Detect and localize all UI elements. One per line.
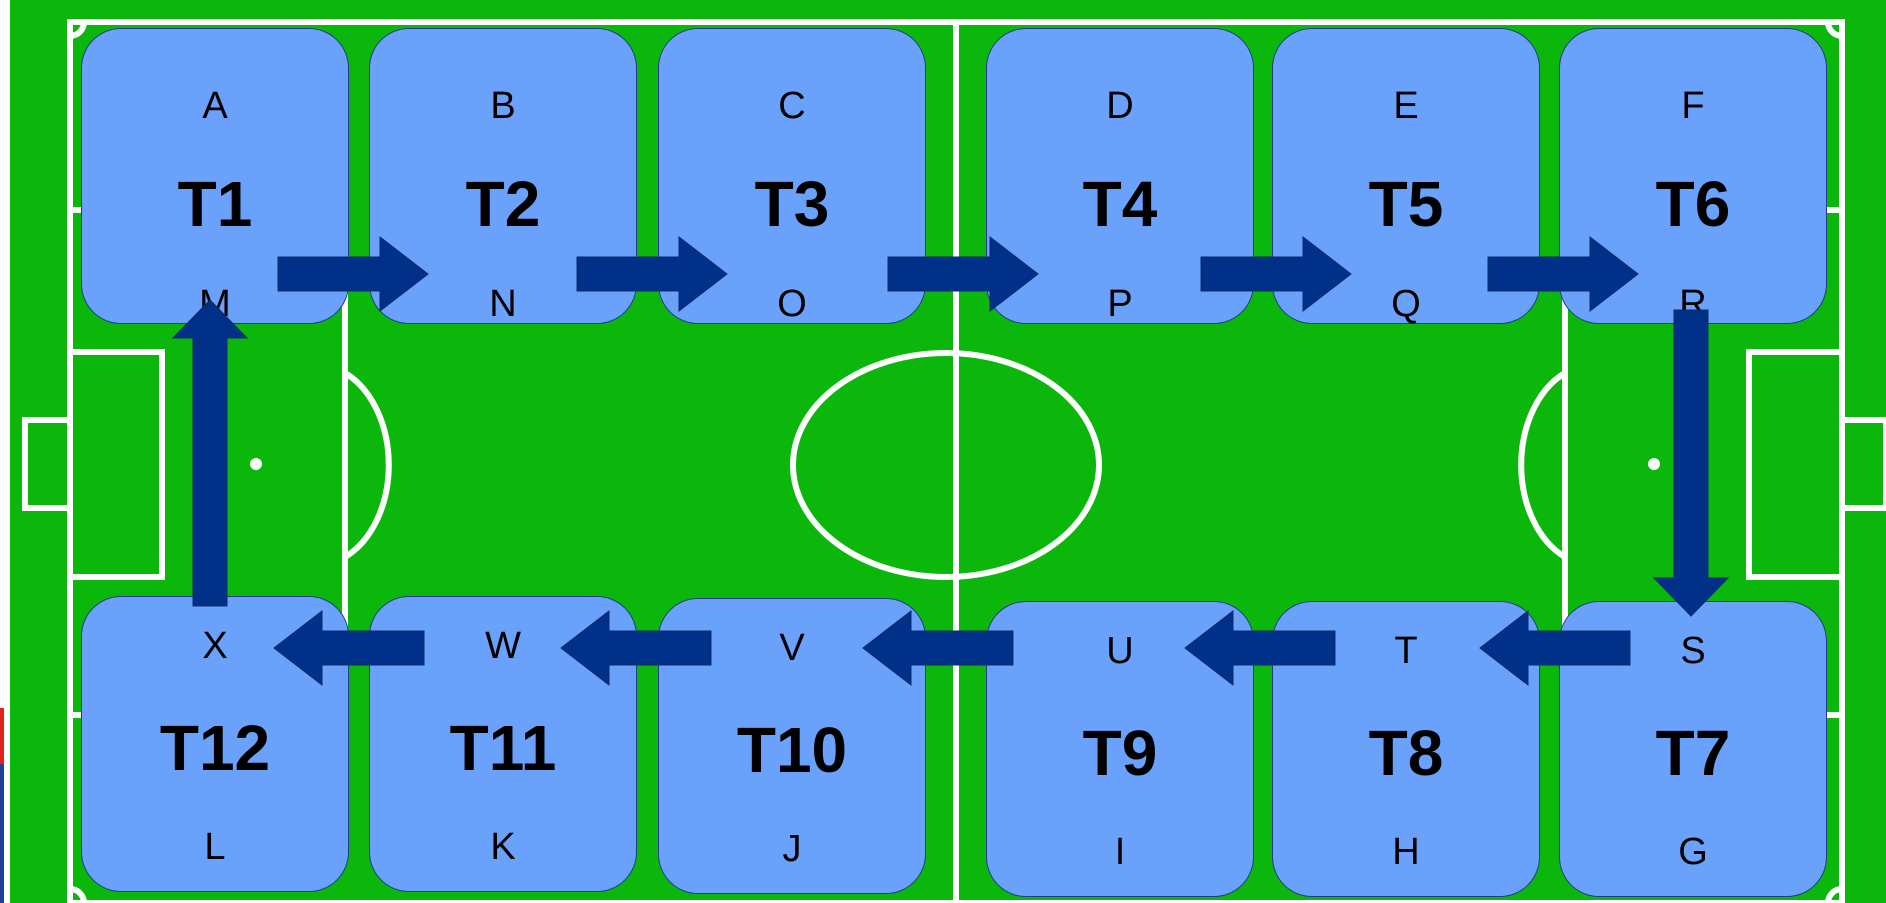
station-t3-top-label: C xyxy=(659,87,925,125)
station-t4-top-label: D xyxy=(987,87,1253,125)
station-t1: A T1 M xyxy=(81,28,349,324)
station-t10-top-label: V xyxy=(659,629,925,667)
station-t7-bottom-label: G xyxy=(1560,833,1826,871)
station-t7: S T7 G xyxy=(1559,601,1827,897)
station-t11: W T11 K xyxy=(369,596,637,892)
station-t7-number: T7 xyxy=(1560,721,1826,785)
station-t2-top-label: B xyxy=(370,87,636,125)
station-t5-bottom-label: Q xyxy=(1273,285,1539,323)
edge-mark-blue xyxy=(0,764,4,903)
right-penalty-spot xyxy=(1648,458,1660,470)
station-t5-number: T5 xyxy=(1273,172,1539,236)
station-t11-bottom-label: K xyxy=(370,828,636,866)
station-t11-top-label: W xyxy=(370,627,636,665)
station-t12-top-label: X xyxy=(82,627,348,665)
station-t1-bottom-label: M xyxy=(82,285,348,323)
station-t4-number: T4 xyxy=(987,172,1253,236)
station-t10-number: T10 xyxy=(659,718,925,782)
station-t6-number: T6 xyxy=(1560,172,1826,236)
station-t9: U T9 I xyxy=(986,601,1254,897)
station-t3-bottom-label: O xyxy=(659,285,925,323)
station-t2-bottom-label: N xyxy=(370,285,636,323)
station-t12: X T12 L xyxy=(81,596,349,892)
station-t12-bottom-label: L xyxy=(82,828,348,866)
station-t1-number: T1 xyxy=(82,172,348,236)
station-t12-number: T12 xyxy=(82,716,348,780)
station-t10: V T10 J xyxy=(658,598,926,894)
station-t3: C T3 O xyxy=(658,28,926,324)
station-t5-top-label: E xyxy=(1273,87,1539,125)
station-t1-top-label: A xyxy=(82,87,348,125)
edge-mark-red xyxy=(0,708,4,764)
station-t10-bottom-label: J xyxy=(659,830,925,868)
station-t2: B T2 N xyxy=(369,28,637,324)
station-t6-top-label: F xyxy=(1560,87,1826,125)
station-t2-number: T2 xyxy=(370,172,636,236)
station-t8: T T8 H xyxy=(1272,601,1540,897)
station-t8-number: T8 xyxy=(1273,721,1539,785)
station-t6: F T6 R xyxy=(1559,28,1827,324)
station-t4-bottom-label: P xyxy=(987,285,1253,323)
station-t11-number: T11 xyxy=(370,716,636,780)
station-t3-number: T3 xyxy=(659,172,925,236)
station-t8-top-label: T xyxy=(1273,632,1539,670)
station-t7-top-label: S xyxy=(1560,632,1826,670)
left-penalty-spot xyxy=(250,458,262,470)
station-t9-bottom-label: I xyxy=(987,833,1253,871)
station-t6-bottom-label: R xyxy=(1560,285,1826,323)
station-t4: D T4 P xyxy=(986,28,1254,324)
station-t9-top-label: U xyxy=(987,632,1253,670)
station-t8-bottom-label: H xyxy=(1273,833,1539,871)
station-t5: E T5 Q xyxy=(1272,28,1540,324)
station-t9-number: T9 xyxy=(987,721,1253,785)
